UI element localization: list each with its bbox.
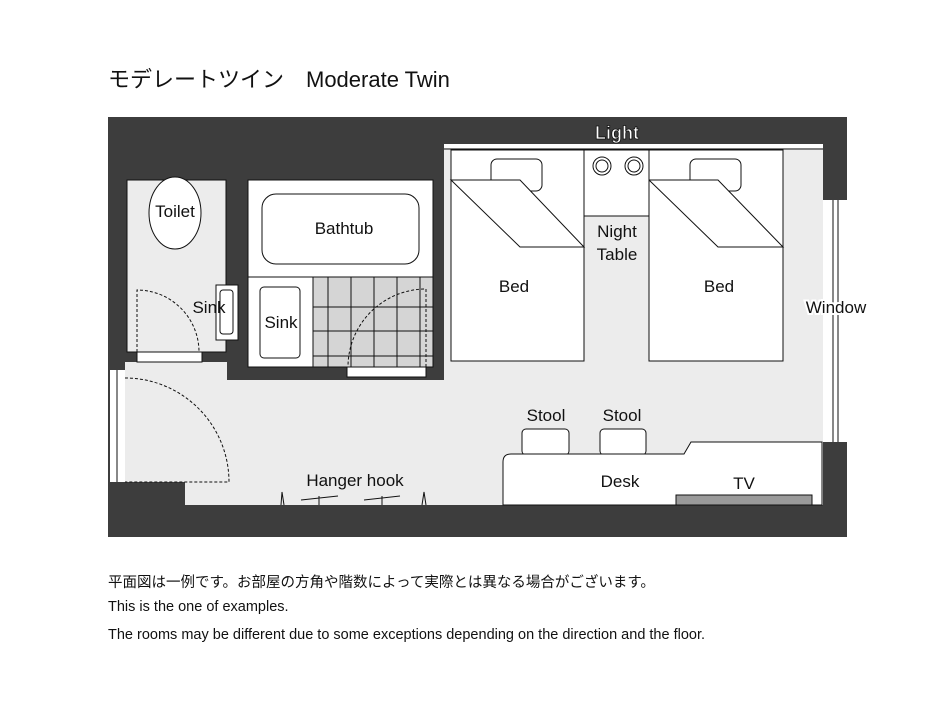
tv <box>675 494 813 506</box>
label-bathtub: Bathtub <box>315 219 374 238</box>
label-sink-bath: Sink <box>264 313 298 332</box>
label-night: Night <box>597 222 637 241</box>
entrance-door-swing <box>124 377 230 483</box>
label-window: Window <box>806 298 867 317</box>
label-tv: TV <box>733 474 755 493</box>
label-sink-toilet: Sink <box>192 298 226 317</box>
stool <box>599 428 647 456</box>
desk <box>502 441 823 506</box>
label-toilet: Toilet <box>155 202 195 221</box>
footer-note-jp: 平面図は一例です。お部屋の方角や階数によって実際とは異なる場合がございます。 <box>108 575 655 591</box>
bath-door-swing <box>347 288 427 368</box>
label-stool: Stool <box>603 406 642 425</box>
label-desk: Desk <box>601 472 640 491</box>
label-bed-right: Bed <box>704 277 734 296</box>
label-light: Light <box>595 123 639 143</box>
bath-sink <box>259 286 301 359</box>
shower-tiles <box>312 276 434 368</box>
bathtub <box>261 193 420 265</box>
label-hanger-hook: Hanger hook <box>306 471 404 490</box>
bed-left <box>449 149 586 362</box>
toilet-door-swing <box>136 289 200 353</box>
footer-note-en-2: The rooms may be different due to some e… <box>108 627 706 643</box>
bed-right <box>647 149 785 362</box>
light-icon <box>592 156 644 176</box>
window <box>823 200 847 442</box>
stool <box>521 428 570 456</box>
toilet <box>148 176 202 250</box>
label-stool: Stool <box>527 406 566 425</box>
label-bed-left: Bed <box>499 277 529 296</box>
plan-title: モデレートツイン Moderate Twin <box>108 67 450 92</box>
footer-note-en-1: This is the one of examples. <box>108 599 289 615</box>
label-table: Table <box>597 245 638 264</box>
hanger-hook-icon <box>280 491 427 506</box>
